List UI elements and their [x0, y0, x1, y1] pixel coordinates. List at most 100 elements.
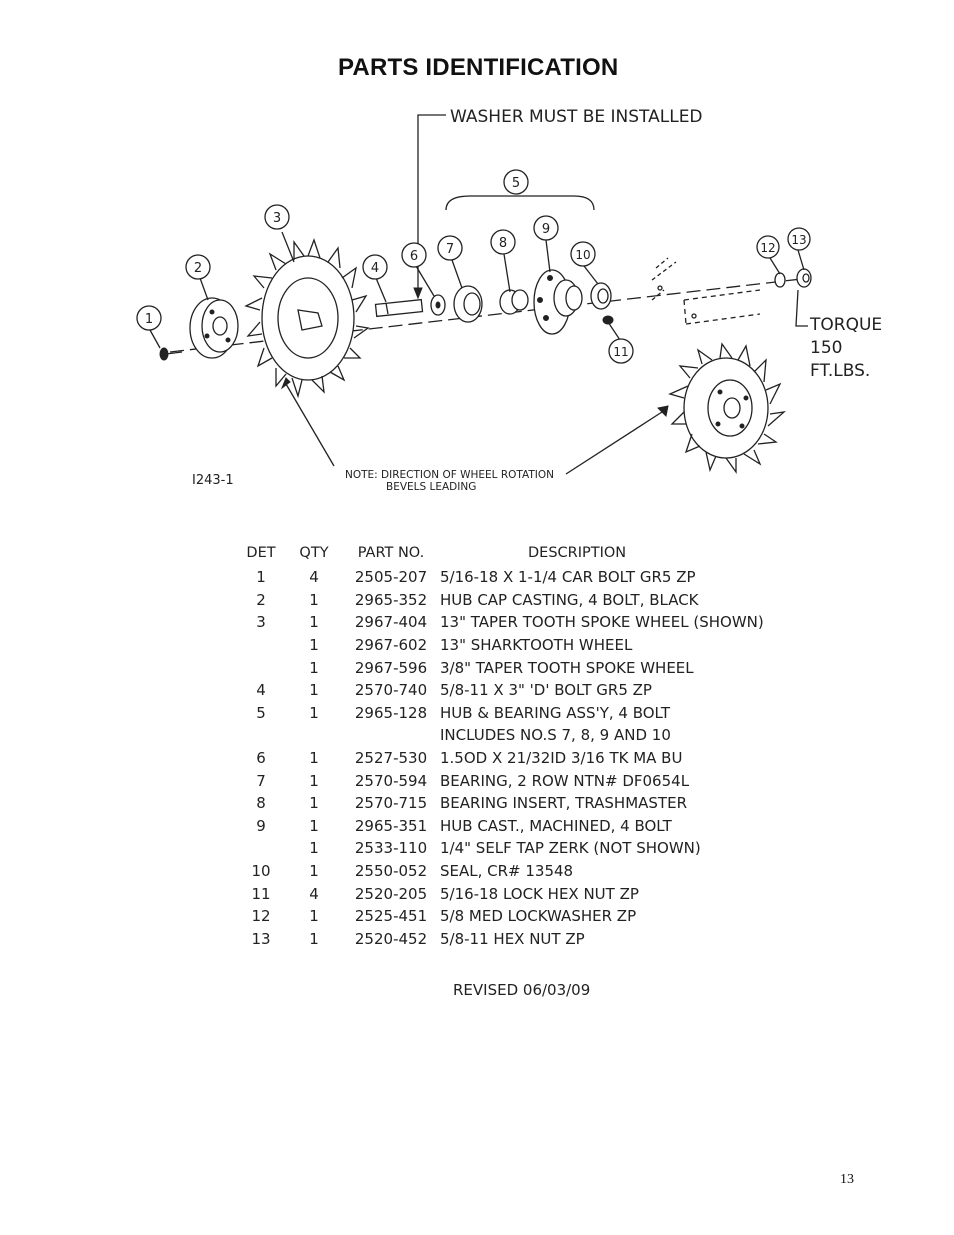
- cell-part-no: 2525-451: [354, 907, 428, 926]
- cell-det: [236, 634, 286, 657]
- torque-note-line-1: TORQUE: [809, 315, 882, 335]
- cell-qty: 1: [309, 771, 319, 790]
- cell-qty: 1: [309, 681, 319, 700]
- cell-description: 3/8" TAPER TOOTH SPOKE WHEEL: [440, 658, 694, 677]
- revision-note: REVISED 06/03/09: [453, 981, 591, 999]
- cell-part-no: 2520-452: [354, 929, 428, 948]
- bearing-insert-part: [499, 289, 529, 315]
- svg-text:10: 10: [575, 248, 590, 262]
- cell-det: 13: [251, 929, 271, 948]
- cell-det: 10: [251, 862, 271, 881]
- cell-det: 1: [256, 568, 266, 587]
- header-description: DESCRIPTION: [528, 545, 627, 561]
- svg-text:9: 9: [542, 222, 550, 237]
- cell-det: 11: [251, 884, 271, 903]
- cell-part-no: 2570-594: [354, 771, 428, 790]
- header-part-no: PART NO.: [357, 545, 425, 561]
- svg-text:5: 5: [512, 176, 520, 191]
- svg-text:11: 11: [613, 345, 628, 359]
- cell-description: HUB CAST., MACHINED, 4 BOLT: [440, 816, 672, 835]
- cell-part-no: 2527-530: [354, 749, 428, 768]
- hub-casting-part: [533, 269, 583, 335]
- cell-det: 5: [256, 703, 266, 722]
- lockwasher-part: [774, 272, 786, 288]
- svg-text:3: 3: [273, 211, 281, 226]
- page-title: PARTS IDENTIFICATION: [338, 54, 619, 81]
- cell-part-no: 2967-602: [354, 636, 428, 655]
- cell-description: 13" TAPER TOOTH SPOKE WHEEL (SHOWN): [440, 613, 764, 632]
- svg-text:4: 4: [371, 261, 379, 276]
- cell-part-no: 2965-128: [354, 703, 428, 722]
- cell-part-no: 2520-205: [354, 884, 428, 903]
- torque-note-line-2: 150: [810, 338, 842, 358]
- cell-description: HUB & BEARING ASS'Y, 4 BOLT: [440, 703, 670, 722]
- cell-qty: 1: [309, 590, 319, 609]
- cell-qty: 4: [309, 884, 319, 903]
- callout-8: 8: [490, 229, 516, 255]
- cell-qty: 1: [309, 816, 319, 835]
- seal-part: [590, 282, 612, 310]
- callout-2: 2: [185, 254, 211, 280]
- svg-text:7: 7: [446, 242, 454, 257]
- cell-det: 8: [256, 794, 266, 813]
- callout-5: 5: [503, 169, 529, 195]
- header-det: DET: [246, 545, 276, 561]
- callout-12: 12: [756, 235, 780, 259]
- cell-qty: 1: [309, 636, 319, 655]
- cell-part-no: 2533-110: [354, 839, 428, 858]
- cell-qty: 1: [309, 703, 319, 722]
- cell-qty: 1: [309, 613, 319, 632]
- cell-qty: 1: [309, 658, 319, 677]
- table-row: 5 1 2965-128 HUB & BEARING ASS'Y, 4 BOLT: [236, 702, 888, 725]
- callout-7: 7: [437, 235, 463, 261]
- cell-qty: 1: [309, 749, 319, 768]
- cell-part-no: 2965-351: [354, 816, 428, 835]
- callout-1: 1: [136, 305, 162, 331]
- cell-description: 1.5OD X 21/32ID 3/16 TK MA BU: [440, 749, 683, 768]
- cell-description: 1/4" SELF TAP ZERK (NOT SHOWN): [440, 839, 701, 858]
- callout-11: 11: [608, 338, 634, 364]
- lock-nut-part: [602, 315, 614, 325]
- cell-part-no: 2965-352: [354, 590, 428, 609]
- torque-note-line-3: FT.LBS.: [810, 361, 870, 381]
- cell-description: 5/16-18 LOCK HEX NUT ZP: [440, 884, 639, 903]
- cell-det: 12: [251, 907, 271, 926]
- cell-part-no: 2570-740: [354, 681, 428, 700]
- cell-description: SEAL, CR# 13548: [440, 862, 574, 881]
- page-number: 13: [840, 1172, 854, 1187]
- washer-part: [430, 294, 446, 316]
- cell-det: 3: [256, 613, 266, 632]
- svg-text:6: 6: [410, 249, 418, 264]
- cell-description: HUB CAP CASTING, 4 BOLT, BLACK: [440, 590, 699, 609]
- cell-part-no: 2967-404: [354, 613, 428, 632]
- svg-text:1: 1: [145, 312, 153, 327]
- callout-9: 9: [533, 215, 559, 241]
- cell-part-no: 2505-207: [354, 568, 428, 587]
- cell-part-no: [342, 724, 440, 747]
- svg-text:13: 13: [791, 233, 806, 247]
- second-spoke-wheel-part: [668, 342, 787, 475]
- cell-part-no: 2570-715: [354, 794, 428, 813]
- exploded-parts-diagram: 1 2 3 4 5 6 7 8 9 10 11 12 13 WASHER MUS…: [136, 107, 882, 493]
- cell-det: 7: [256, 771, 266, 790]
- mounting-arm-outline: [651, 257, 761, 325]
- cell-description: 5/8-11 HEX NUT ZP: [440, 929, 585, 948]
- cell-description: 5/8-11 X 3" 'D' BOLT GR5 ZP: [440, 681, 652, 700]
- svg-text:8: 8: [499, 236, 507, 251]
- svg-text:2: 2: [194, 261, 202, 276]
- cell-description: INCLUDES NO.S 7, 8, 9 AND 10: [440, 726, 671, 745]
- cell-part-no: 2967-596: [354, 658, 428, 677]
- hex-nut-part: [796, 268, 812, 288]
- callout-10: 10: [570, 241, 596, 267]
- table-row: 11 4 2520-205 5/16-18 LOCK HEX NUT ZP: [236, 882, 888, 905]
- table-row: INCLUDES NO.S 7, 8, 9 AND 10: [236, 724, 888, 747]
